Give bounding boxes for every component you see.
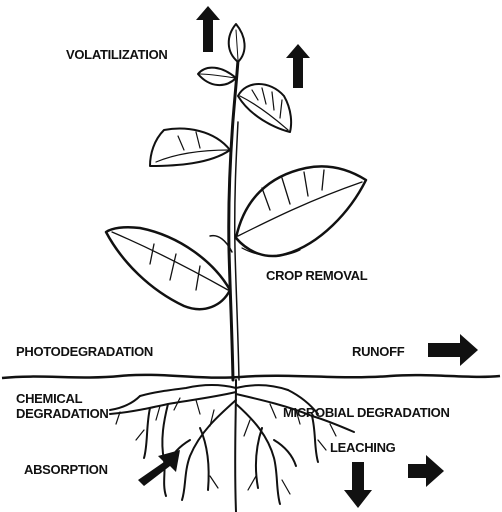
leaf-large-right — [236, 166, 366, 256]
leaf-large-left — [106, 227, 230, 309]
runoff-arrow — [428, 334, 478, 366]
leaf-upper-right — [238, 84, 291, 132]
leaching-arrow-down — [344, 462, 372, 508]
crop-removal-label: CROP REMOVAL — [266, 268, 367, 283]
absorption-label: ABSORPTION — [24, 462, 108, 477]
leaching-label: LEACHING — [330, 440, 396, 455]
volatilization-label: VOLATILIZATION — [66, 47, 167, 62]
runoff-label: RUNOFF — [352, 344, 404, 359]
volatilization-arrow-left — [196, 6, 220, 52]
leaching-arrow-right — [408, 455, 444, 487]
photodegradation-label: PHOTODEGRADATION — [16, 344, 153, 359]
microbial-degradation-label: MICROBIAL DEGRADATION — [283, 405, 450, 420]
chemical-degradation-label: CHEMICAL DEGRADATION — [16, 391, 109, 421]
plant-roots — [110, 380, 354, 512]
leaf-mid-left — [150, 129, 230, 166]
leaf-upper-left — [198, 68, 236, 85]
soil-surface-line — [2, 375, 500, 378]
volatilization-arrow-right — [286, 44, 310, 88]
plant-stem — [229, 60, 238, 380]
